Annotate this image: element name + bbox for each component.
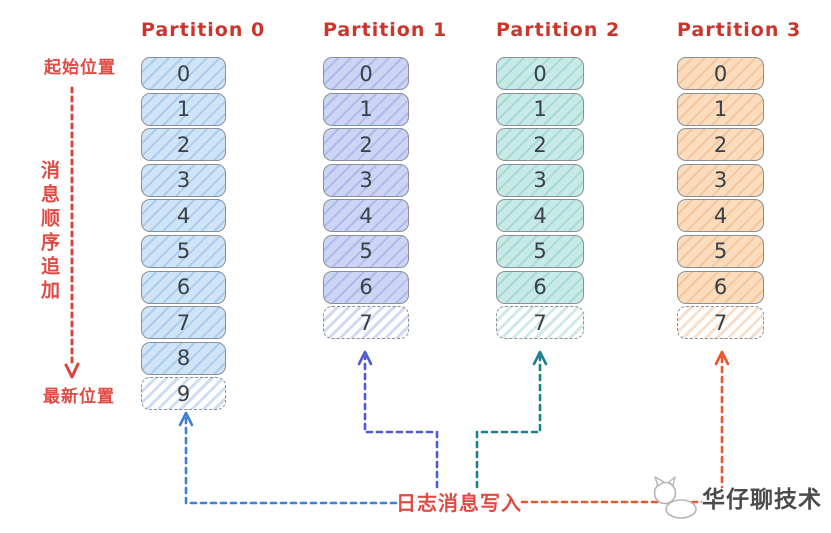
partition-cell: 7 xyxy=(141,306,226,340)
partition-cell: 1 xyxy=(141,92,226,126)
partition-cell: 2 xyxy=(496,128,584,162)
append-order-label: 消息顺序追加 xyxy=(38,160,60,304)
partition-cell: 4 xyxy=(677,199,764,233)
partition-cell: 3 xyxy=(323,163,409,197)
partition-cell: 0 xyxy=(677,57,764,90)
append-direction-arrowhead xyxy=(64,362,80,379)
partition-cell: 4 xyxy=(141,199,226,233)
partition-cell: 2 xyxy=(677,128,764,162)
p1-write-arrow-line xyxy=(363,355,439,489)
latest-position-label: 最新位置 xyxy=(43,387,115,407)
partition-cell: 4 xyxy=(323,199,409,233)
partition-cell: 1 xyxy=(323,92,409,126)
partition-cell-latest: 9 xyxy=(141,377,226,411)
partition-cell: 4 xyxy=(496,199,584,233)
partition-cell: 8 xyxy=(141,341,226,375)
partition-cell: 6 xyxy=(496,270,584,304)
partition-cell-latest: 7 xyxy=(323,306,409,340)
start-position-label: 起始位置 xyxy=(44,58,116,78)
p2-write-arrow-line xyxy=(475,355,542,489)
partition-cell: 2 xyxy=(141,128,226,162)
p0-write-arrowhead xyxy=(178,411,194,427)
partition-cell-latest: 7 xyxy=(677,306,764,340)
partition-title: Partition 2 xyxy=(496,19,621,41)
p0-write-arrow-line xyxy=(184,416,398,505)
p1-write-arrowhead xyxy=(357,350,373,366)
partition-cell: 0 xyxy=(323,57,409,90)
partition-cell: 5 xyxy=(323,234,409,268)
p3-write-arrowhead xyxy=(714,350,730,366)
partition-cell: 6 xyxy=(141,270,226,304)
partition-cell: 3 xyxy=(496,163,584,197)
partition-cell-latest: 7 xyxy=(496,306,584,340)
partition-cell: 6 xyxy=(677,270,764,304)
partition-cell: 5 xyxy=(496,234,584,268)
log-write-label: 日志消息写入 xyxy=(396,491,522,515)
p2-write-arrowhead xyxy=(532,350,548,366)
partition-cell: 6 xyxy=(323,270,409,304)
partition-cell: 0 xyxy=(496,57,584,90)
watermark-text: 华仔聊技术 xyxy=(702,487,822,513)
partition-cell: 5 xyxy=(141,234,226,268)
partition-cell: 0 xyxy=(141,57,226,90)
partition-title: Partition 0 xyxy=(141,19,266,41)
partition-cell: 3 xyxy=(677,163,764,197)
partition-cell: 1 xyxy=(677,92,764,126)
partition-title: Partition 3 xyxy=(677,19,802,41)
partition-cell: 3 xyxy=(141,163,226,197)
cat-logo-icon xyxy=(653,476,697,519)
partition-cell: 2 xyxy=(323,128,409,162)
watermark: 华仔聊技术 xyxy=(650,474,822,520)
partition-cell: 5 xyxy=(677,234,764,268)
partition-title: Partition 1 xyxy=(323,19,448,41)
partition-cell: 1 xyxy=(496,92,584,126)
